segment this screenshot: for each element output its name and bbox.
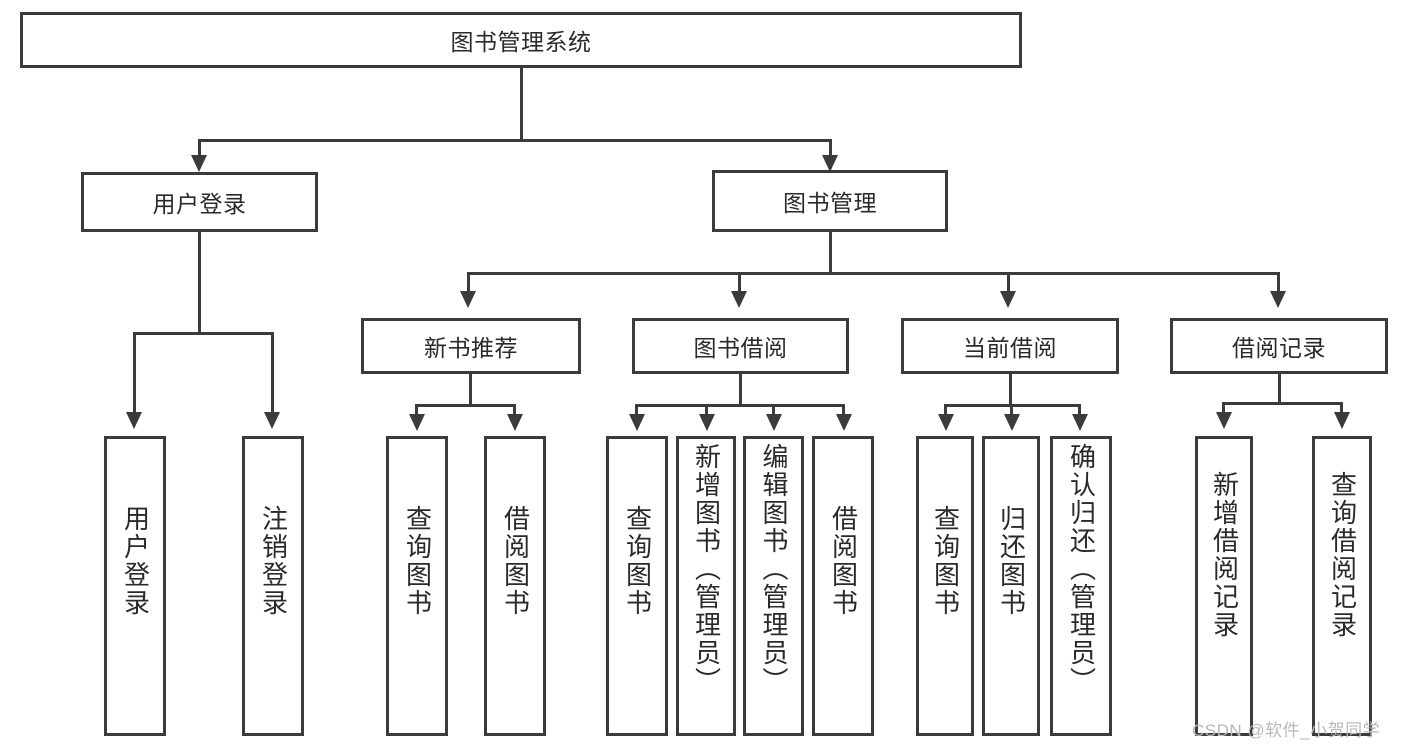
connector-borrow-record-stem <box>1278 374 1281 404</box>
arrow-to-borrow-record <box>1270 291 1286 308</box>
node-label: 新书推荐 <box>424 335 518 361</box>
node-leaf-add-borrow-record[interactable]: 新增借阅记录 <box>1195 436 1253 736</box>
node-book-borrow[interactable]: 图书借阅 <box>632 318 849 374</box>
connector-current-borrow-c2 <box>1010 404 1013 418</box>
node-current-borrow[interactable]: 当前借阅 <box>901 318 1119 374</box>
node-leaf-add-book-admin[interactable]: 新增图书（管理员） <box>676 436 736 736</box>
connector-new-book-recommend-bar <box>415 404 515 407</box>
node-leaf-borrow-book-borrow[interactable]: 借阅图书 <box>812 436 874 736</box>
connector-new-book-right <box>513 404 516 418</box>
arrow-new-book-leaf-2 <box>507 414 523 431</box>
arrow-book-borrow-leaf-1 <box>629 414 645 431</box>
arrow-current-borrow-leaf-3 <box>1072 414 1088 431</box>
node-label: 查询图书 <box>622 505 653 617</box>
node-label: 借阅图书 <box>500 505 531 617</box>
connector-book-borrow-c4 <box>842 404 845 418</box>
connector-to-new-book-recommend <box>467 272 470 295</box>
arrow-book-borrow-leaf-4 <box>836 414 852 431</box>
node-book-management[interactable]: 图书管理 <box>712 170 948 232</box>
arrow-to-current-borrow <box>1000 291 1016 308</box>
connector-new-book-recommend-stem <box>469 374 472 406</box>
connector-user-login-right <box>271 332 274 416</box>
connector-current-borrow-stem <box>1009 374 1012 406</box>
node-leaf-borrow-book-recommend[interactable]: 借阅图书 <box>484 436 546 736</box>
node-label: 查询图书 <box>930 505 961 617</box>
connector-root-stem <box>520 68 523 141</box>
node-leaf-user-logout[interactable]: 注销登录 <box>242 436 304 736</box>
connector-current-borrow-c1 <box>944 404 947 418</box>
node-leaf-user-login[interactable]: 用户登录 <box>104 436 166 736</box>
connector-book-borrow-stem <box>739 374 742 406</box>
node-label: 用户登录 <box>120 505 151 617</box>
connector-user-login-stem <box>198 232 201 334</box>
connector-to-current-borrow <box>1007 272 1010 295</box>
node-label: 图书借阅 <box>693 335 788 361</box>
connector-book-borrow-c3 <box>772 404 775 418</box>
node-label: 当前借阅 <box>963 335 1057 361</box>
node-new-book-recommend[interactable]: 新书推荐 <box>361 318 581 374</box>
connector-to-borrow-record <box>1277 272 1280 295</box>
arrow-new-book-leaf-1 <box>409 414 425 431</box>
arrow-to-new-book-recommend <box>460 291 476 308</box>
node-label: 图书管理 <box>783 190 877 216</box>
node-label: 编辑图书（管理员） <box>759 443 790 695</box>
connector-user-login-bar <box>133 332 272 335</box>
node-label: 新增图书（管理员） <box>691 443 722 695</box>
connector-book-borrow-c1 <box>635 404 638 418</box>
node-label: 借阅记录 <box>1232 335 1326 361</box>
node-label: 注销登录 <box>258 505 289 617</box>
arrow-user-login-leaf-1 <box>126 412 142 429</box>
connector-book-borrow-bar <box>635 404 844 407</box>
connector-book-borrow-c2 <box>705 404 708 418</box>
node-borrow-record[interactable]: 借阅记录 <box>1170 318 1388 374</box>
connector-borrow-record-right <box>1340 402 1343 416</box>
node-leaf-return-book[interactable]: 归还图书 <box>982 436 1040 736</box>
node-label: 查询借阅记录 <box>1327 471 1358 639</box>
node-leaf-edit-book-admin[interactable]: 编辑图书（管理员） <box>743 436 804 736</box>
arrow-book-borrow-leaf-2 <box>699 414 715 431</box>
node-label: 归还图书 <box>996 505 1027 617</box>
connector-borrow-record-bar <box>1222 402 1342 405</box>
node-leaf-query-book-current[interactable]: 查询图书 <box>916 436 974 736</box>
node-label: 新增借阅记录 <box>1209 471 1240 639</box>
arrow-user-login-leaf-2 <box>264 412 280 429</box>
node-label: 借阅图书 <box>828 505 859 617</box>
connector-book-manage-bar <box>467 272 1280 275</box>
node-leaf-query-book-borrow[interactable]: 查询图书 <box>606 436 668 736</box>
arrow-borrow-record-leaf-1 <box>1216 412 1232 429</box>
csdn-watermark: CSDN @软件_小贺同学 <box>1192 721 1381 740</box>
node-leaf-confirm-return-admin[interactable]: 确认归还（管理员） <box>1050 436 1112 736</box>
connector-root-to-user-login <box>198 139 201 161</box>
node-leaf-query-borrow-record[interactable]: 查询借阅记录 <box>1312 436 1372 736</box>
node-root-book-management-system[interactable]: 图书管理系统 <box>20 12 1022 68</box>
connector-to-book-borrow <box>738 272 741 295</box>
node-leaf-query-book-recommend[interactable]: 查询图书 <box>386 436 448 736</box>
node-label: 查询图书 <box>402 505 433 617</box>
connector-root-bar <box>198 139 832 142</box>
arrow-root-to-book-manage <box>822 155 838 172</box>
arrow-current-borrow-leaf-2 <box>1004 414 1020 431</box>
arrow-root-to-user-login <box>191 155 207 172</box>
node-label: 用户登录 <box>152 191 247 217</box>
arrow-borrow-record-leaf-2 <box>1334 412 1350 429</box>
connector-book-manage-stem <box>829 232 832 274</box>
connector-borrow-record-left <box>1222 402 1225 416</box>
node-label: 确认归还（管理员） <box>1066 443 1097 695</box>
node-label: 图书管理系统 <box>450 29 592 55</box>
connector-new-book-left <box>415 404 418 418</box>
connector-root-to-book-manage <box>829 139 832 161</box>
node-user-login[interactable]: 用户登录 <box>81 172 318 232</box>
connector-user-login-left <box>133 332 136 416</box>
arrow-book-borrow-leaf-3 <box>766 414 782 431</box>
connector-current-borrow-c3 <box>1078 404 1081 418</box>
arrow-to-book-borrow <box>731 291 747 308</box>
arrow-current-borrow-leaf-1 <box>938 414 954 431</box>
